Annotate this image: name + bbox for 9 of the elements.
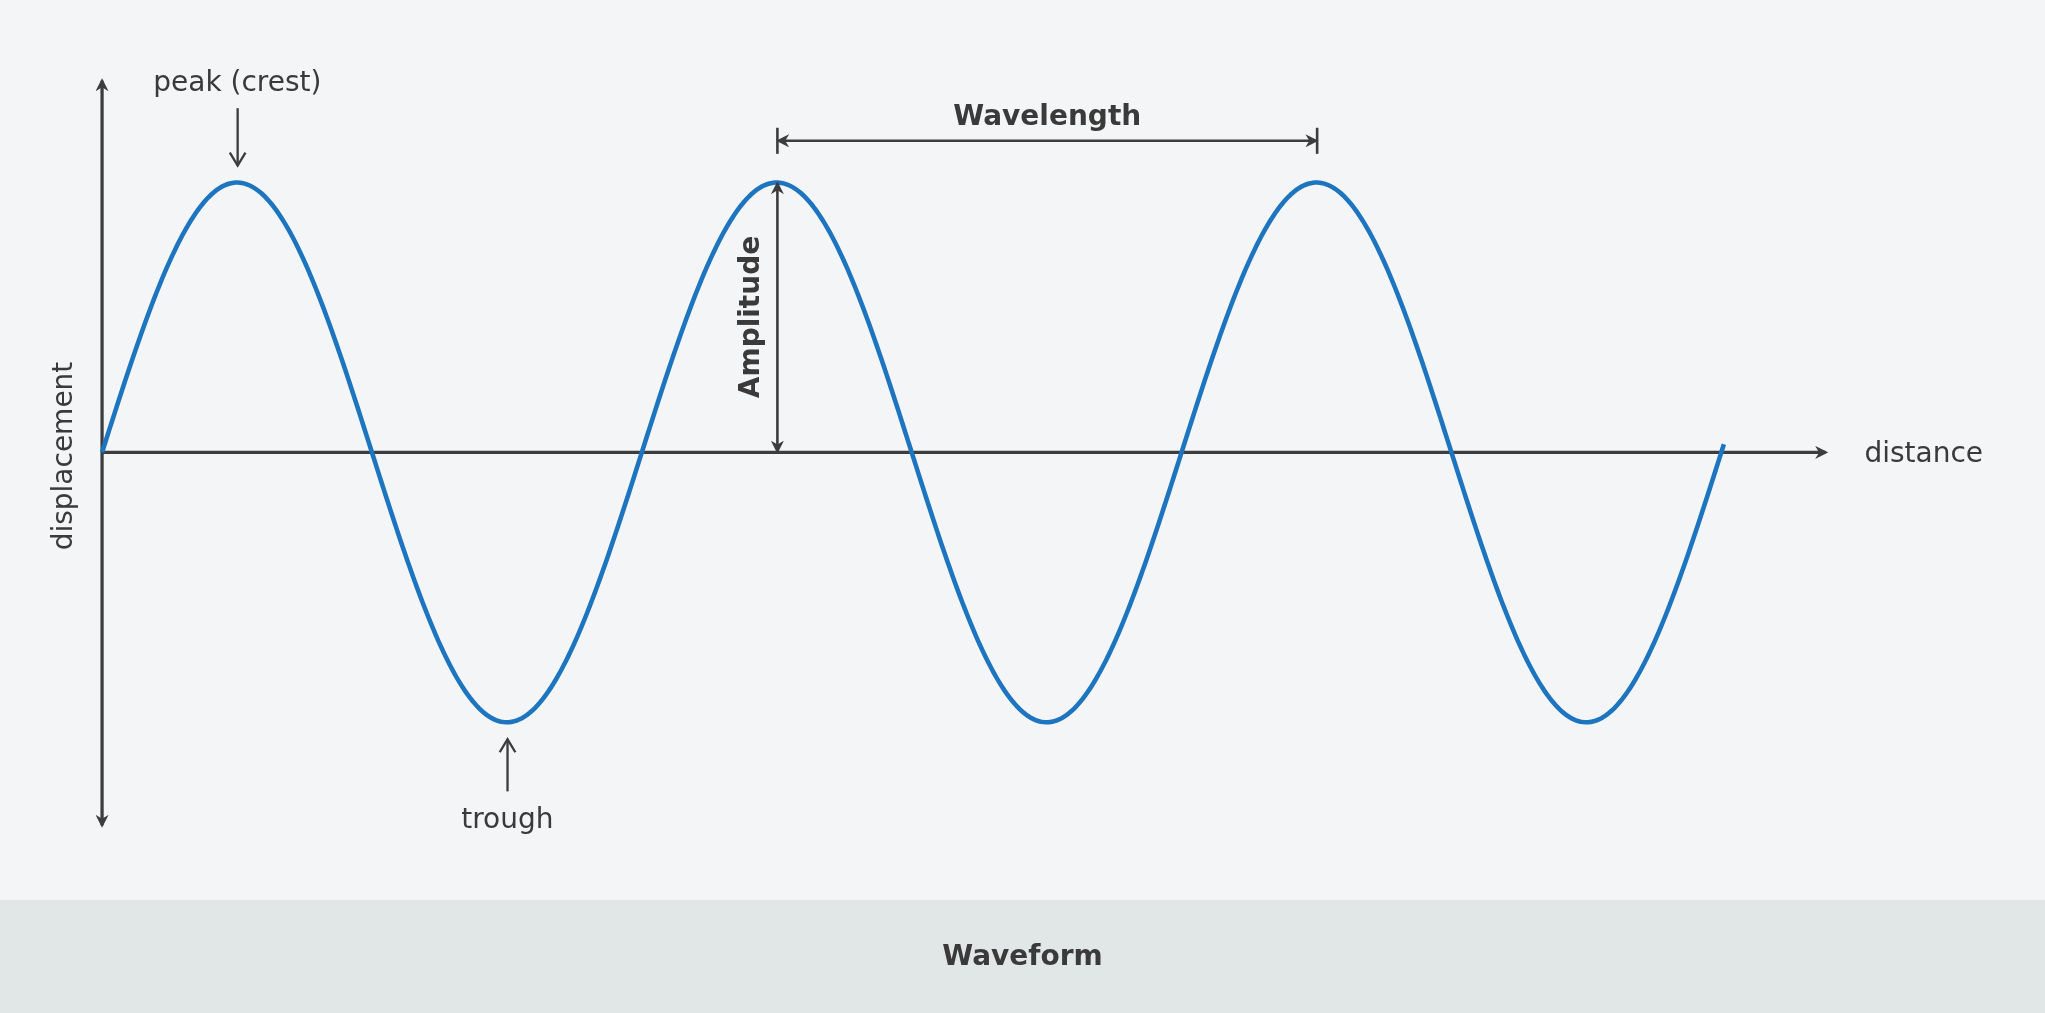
caption: Waveform [942,940,1103,973]
axis-label: displacement [46,362,79,551]
annotation-label: peak (crest) [153,66,322,99]
annotation-label: trough [461,802,554,836]
axis-label: distance [1864,436,1984,469]
leader-arrow [228,108,247,167]
dimension-label: Wavelength [953,99,1142,133]
leader-arrow [498,738,517,792]
dimension-label: Amplitude [733,235,766,399]
